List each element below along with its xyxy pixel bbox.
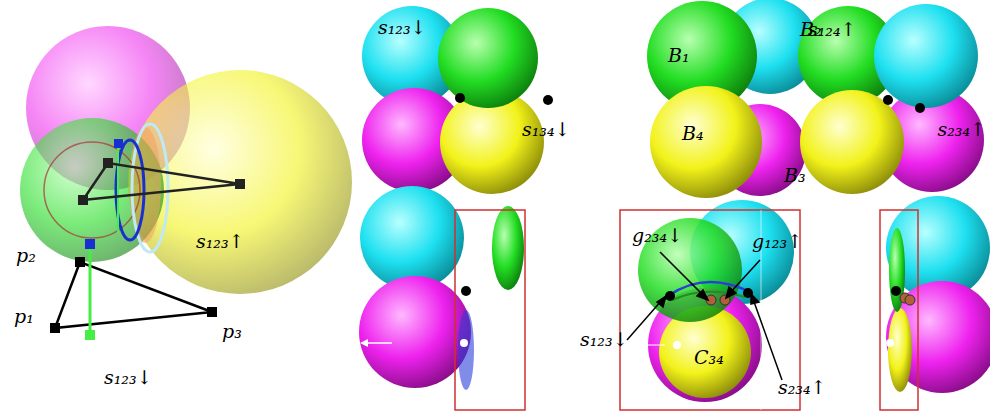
sphere-group xyxy=(362,6,553,194)
math-label: s₁₂₃↓ xyxy=(378,18,427,37)
math-label: p₁ xyxy=(14,307,34,326)
math-label: s₁₂₃↓ xyxy=(580,330,629,349)
leader-lines xyxy=(627,252,782,380)
math-label: B₃ xyxy=(784,166,806,185)
math-label: s₁₂₃↑ xyxy=(196,232,245,251)
math-label: s₁₃₄↓ xyxy=(522,120,571,139)
sphere-group xyxy=(647,0,818,198)
math-label: g₁₂₃↑ xyxy=(752,232,803,251)
math-label: s₁₂₄↑ xyxy=(808,20,857,39)
math-label: p₃ xyxy=(222,322,242,341)
math-label: p₂ xyxy=(16,246,36,265)
triangle-schematic xyxy=(50,239,217,340)
math-label: s₁₂₃↓ xyxy=(104,368,153,387)
left-spheres xyxy=(20,26,352,294)
math-label: B₁ xyxy=(668,46,690,65)
sphere-group xyxy=(798,4,984,194)
math-label: B₄ xyxy=(682,124,704,143)
math-label: C₃₄ xyxy=(694,348,724,367)
sphere-group xyxy=(359,186,525,410)
math-label: s₂₃₄↑ xyxy=(937,120,986,139)
math-label: s₂₃₄↑ xyxy=(778,378,827,397)
sphere-group xyxy=(880,196,990,410)
math-label: g₂₃₄↓ xyxy=(632,226,683,245)
